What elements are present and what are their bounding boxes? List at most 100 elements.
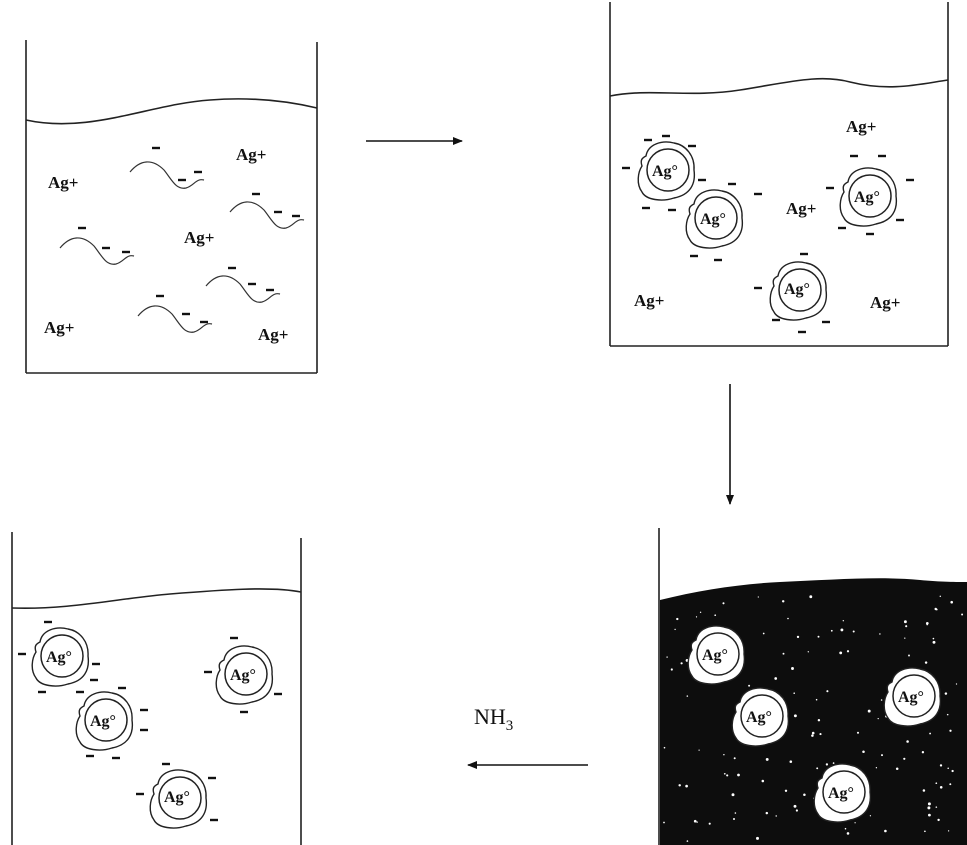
speck — [815, 698, 818, 701]
speck — [811, 731, 815, 735]
speck — [934, 607, 937, 611]
ag-nanoparticle: Ag° — [731, 687, 790, 747]
svg-text:Ag°: Ag° — [700, 211, 726, 228]
speck — [793, 714, 797, 718]
speck — [787, 617, 789, 620]
speck — [816, 767, 819, 770]
speck — [791, 667, 794, 670]
speck — [924, 830, 926, 833]
ag-ion-label: Ag+ — [786, 199, 816, 218]
beaker-2: Ag° Ag° Ag° — [609, 2, 949, 347]
speck — [928, 813, 931, 817]
speck — [921, 751, 925, 754]
speck — [950, 600, 953, 604]
stabilizer-chain — [59, 226, 135, 265]
speck — [696, 821, 698, 823]
speck — [903, 620, 907, 624]
speck — [939, 595, 942, 598]
speck — [686, 695, 689, 697]
speck — [832, 762, 835, 764]
stabilizer-chain — [137, 294, 213, 333]
speck — [708, 822, 711, 825]
speck — [737, 773, 740, 777]
speck — [949, 783, 952, 786]
speck — [765, 757, 769, 761]
speck — [685, 784, 688, 788]
speck — [932, 640, 936, 644]
speck — [756, 836, 759, 840]
ag-nanoparticle: Ag° — [687, 625, 746, 685]
speck — [698, 749, 700, 751]
speck — [674, 628, 676, 631]
speck — [947, 830, 950, 832]
speck — [676, 617, 679, 621]
beaker-1-liquid-surface — [25, 98, 318, 125]
svg-text:Ag°: Ag° — [164, 789, 190, 806]
speck — [774, 677, 778, 680]
speck — [761, 779, 765, 783]
svg-text:Ag°: Ag° — [854, 189, 880, 206]
svg-text:Ag°: Ag° — [46, 649, 72, 666]
speck — [844, 827, 847, 830]
speck — [881, 754, 883, 757]
ag-nanoparticle: Ag° — [18, 620, 100, 694]
speck — [723, 753, 725, 756]
speck — [695, 616, 698, 618]
speck — [757, 596, 759, 598]
ag-nanoparticle: Ag° — [75, 686, 148, 760]
speck — [862, 750, 865, 753]
speck — [947, 767, 949, 769]
speck — [922, 789, 926, 792]
speck — [924, 661, 928, 664]
ag-ion-label: Ag+ — [846, 117, 876, 136]
speck — [734, 812, 737, 814]
speck — [867, 709, 871, 713]
speck — [748, 684, 751, 687]
speck — [842, 620, 844, 622]
speck — [903, 757, 906, 760]
speck — [939, 764, 943, 767]
speck — [795, 809, 799, 812]
speck — [789, 760, 793, 763]
speck — [926, 623, 929, 626]
speck — [895, 767, 899, 771]
ag-nanoparticle: Ag° — [622, 134, 696, 212]
beaker-4: Ag° Ag° Ag° Ag° — [11, 532, 302, 845]
ag-ion-label: Ag+ — [48, 173, 78, 192]
speck — [825, 763, 829, 766]
ag-nanoparticle: Ag° — [813, 763, 872, 823]
speck — [949, 729, 952, 732]
speck — [663, 821, 665, 824]
speck — [935, 782, 938, 785]
ag-ion-label: Ag+ — [634, 291, 664, 310]
speck — [905, 625, 908, 628]
speck — [699, 611, 702, 613]
speck — [762, 632, 765, 635]
speck — [939, 786, 943, 789]
speck — [929, 732, 932, 735]
speck — [884, 829, 887, 833]
speck — [830, 629, 833, 632]
speck — [722, 602, 725, 605]
speck — [714, 614, 717, 617]
speck — [839, 651, 843, 655]
speck — [817, 718, 821, 722]
speck — [731, 793, 735, 797]
reagent-label: NH3 — [474, 704, 513, 734]
speck — [693, 819, 697, 823]
speck — [765, 811, 769, 815]
ag-nanoparticle: Ag° — [204, 636, 282, 714]
speck — [880, 699, 883, 701]
svg-text:Ag°: Ag° — [784, 281, 810, 298]
speck — [781, 600, 785, 603]
beaker-3: Ag° Ag° Ag° Ag° — [658, 528, 967, 845]
speck — [782, 652, 785, 655]
svg-text:Ag°: Ag° — [230, 667, 256, 684]
speck — [937, 818, 940, 822]
svg-text:Ag°: Ag° — [702, 647, 728, 664]
stabilizer-chain — [129, 146, 205, 189]
speck — [856, 731, 860, 734]
ag-nanoparticle: Ag° — [685, 178, 762, 262]
speck — [927, 802, 931, 806]
